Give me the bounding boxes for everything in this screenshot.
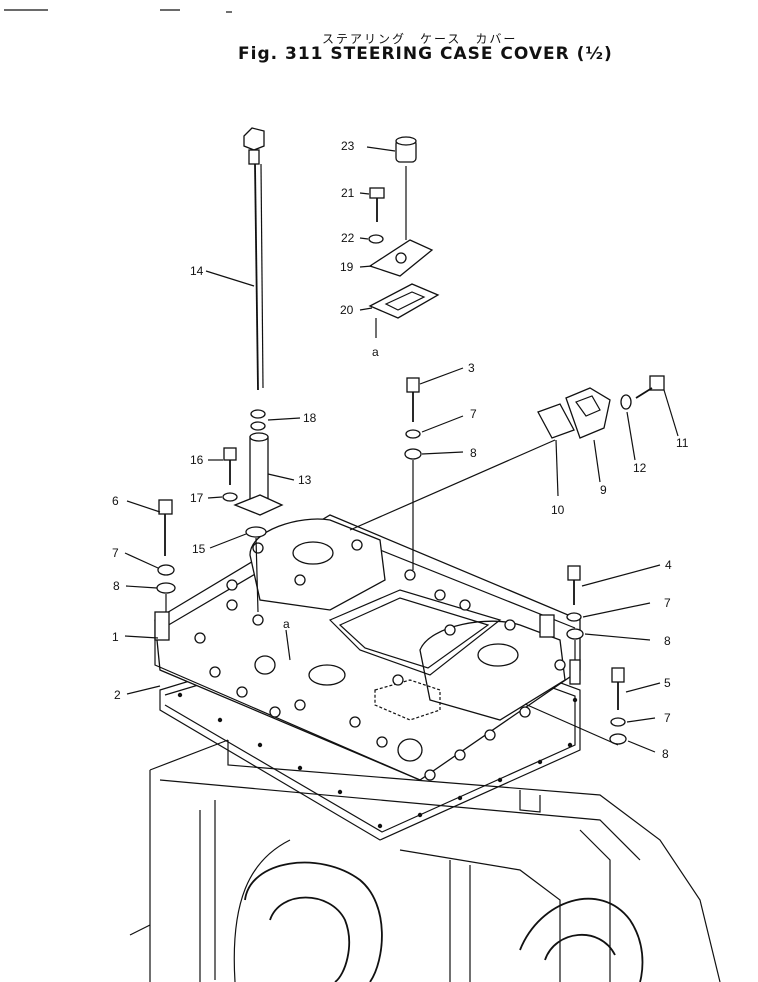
callout-8: 8	[113, 579, 120, 593]
callout-a: a	[283, 617, 290, 631]
transmission-case	[129, 739, 721, 982]
callout-11: 11	[676, 436, 689, 450]
washer-7-center	[405, 429, 421, 439]
bolt-6	[158, 499, 173, 556]
callout-21: 21	[341, 186, 355, 200]
callout-5: 5	[664, 676, 671, 690]
callout-16: 16	[190, 453, 204, 467]
callout-13: 13	[298, 473, 312, 487]
washer-8-right-a	[566, 628, 584, 640]
figure-title: Fig. 311 STEERING CASE COVER (½)	[238, 44, 613, 64]
callout-9: 9	[600, 483, 607, 497]
bolt-16	[223, 447, 237, 485]
callout-4: 4	[665, 558, 672, 572]
washer-7-left	[157, 564, 175, 576]
title-japanese: ステアリング ケース カバー	[322, 32, 518, 46]
washer-8-right-b	[609, 733, 627, 745]
gasket-20	[368, 283, 440, 319]
dipstick	[243, 127, 265, 391]
bolt-21	[369, 187, 385, 222]
elbow-9	[565, 387, 611, 439]
callout-7: 7	[664, 711, 671, 725]
bolt-11	[635, 375, 665, 399]
callout-7: 7	[112, 546, 119, 560]
leader-lines	[124, 146, 679, 753]
callout-a: a	[372, 345, 379, 359]
callout-17: 17	[190, 491, 204, 505]
callout-2: 2	[114, 688, 121, 702]
breather-23	[395, 136, 417, 163]
callout-1: 1	[112, 630, 119, 644]
gasket-10	[537, 403, 575, 439]
scan-marks	[4, 9, 232, 13]
filler-tube	[233, 409, 284, 538]
washer-22	[368, 234, 384, 244]
cover-plate-19	[368, 239, 434, 277]
callout-7: 7	[470, 407, 477, 421]
washer-12	[620, 394, 632, 410]
callout-23: 23	[341, 139, 355, 153]
callout-3: 3	[468, 361, 475, 375]
callout-19: 19	[340, 260, 354, 274]
steering-case-cover	[154, 514, 581, 781]
callout-20: 20	[340, 303, 354, 317]
callout-15: 15	[192, 542, 206, 556]
bolt-4	[567, 565, 581, 605]
bolt-3	[406, 377, 420, 422]
callouts: 1 2 3 4 5 6 7 7 7 7 8 8 8 8 9 10 11 12 1…	[112, 139, 689, 761]
washer-17	[222, 492, 238, 502]
callout-7: 7	[664, 596, 671, 610]
washer-7-right-a	[566, 612, 582, 622]
callout-18: 18	[303, 411, 317, 425]
callout-8: 8	[470, 446, 477, 460]
washer-8-center	[404, 448, 422, 460]
callout-10: 10	[551, 503, 565, 517]
callout-8: 8	[662, 747, 669, 761]
callout-8: 8	[664, 634, 671, 648]
callout-6: 6	[112, 494, 119, 508]
washer-7-right-b	[610, 717, 626, 727]
bolt-5	[611, 667, 625, 710]
callout-12: 12	[633, 461, 647, 475]
washer-8-left	[156, 582, 176, 594]
callout-14: 14	[190, 264, 204, 278]
callout-22: 22	[341, 231, 355, 245]
